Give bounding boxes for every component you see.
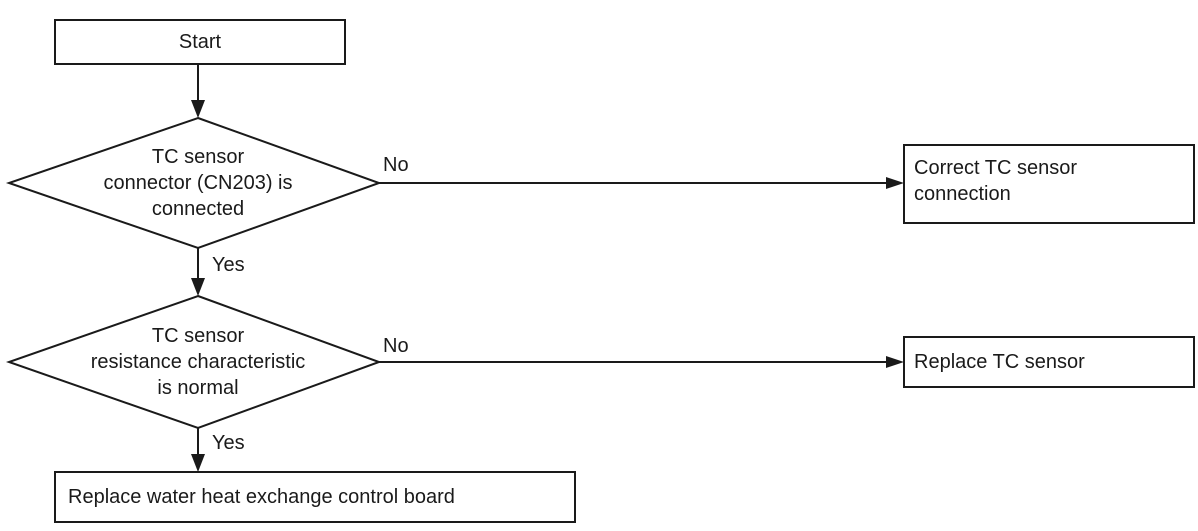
fix1-text: Correct TC sensor connection [914, 155, 1077, 207]
arrowhead-end [191, 454, 205, 472]
decision2-line-2: resistance characteristic [90, 351, 306, 373]
decision1-line-3: connected [151, 198, 245, 220]
end-box [54, 471, 576, 523]
fix1-line-1: Correct TC sensor [914, 157, 1078, 179]
fix1-box [903, 144, 1195, 224]
fix2-box [903, 336, 1195, 388]
decision2-no-label: No [383, 335, 409, 357]
arrowhead-decision2 [191, 278, 205, 296]
arrowhead-fix2 [886, 356, 904, 368]
decision1-line-1: TC sensor [151, 146, 245, 168]
arrowhead-fix1 [886, 177, 904, 189]
decision1-line-2: connector (CN203) is [103, 172, 293, 194]
decision2-line-1: TC sensor [151, 325, 245, 347]
decision1-text: TC sensor connector (CN203) is connected [38, 144, 358, 222]
decision1-no-label: No [383, 154, 409, 176]
end-text: Replace water heat exchange control boar… [68, 486, 455, 508]
fix2-text: Replace TC sensor [914, 351, 1085, 373]
decision2-text: TC sensor resistance characteristic is n… [38, 323, 358, 401]
start-label: Start [178, 31, 222, 53]
decision2-yes-label: Yes [212, 432, 245, 454]
arrowhead-decision1 [191, 100, 205, 118]
decision1-yes-label: Yes [212, 254, 245, 276]
decision2-line-3: is normal [157, 377, 239, 399]
start-box [54, 19, 346, 65]
fix1-line-2: connection [914, 183, 1011, 205]
